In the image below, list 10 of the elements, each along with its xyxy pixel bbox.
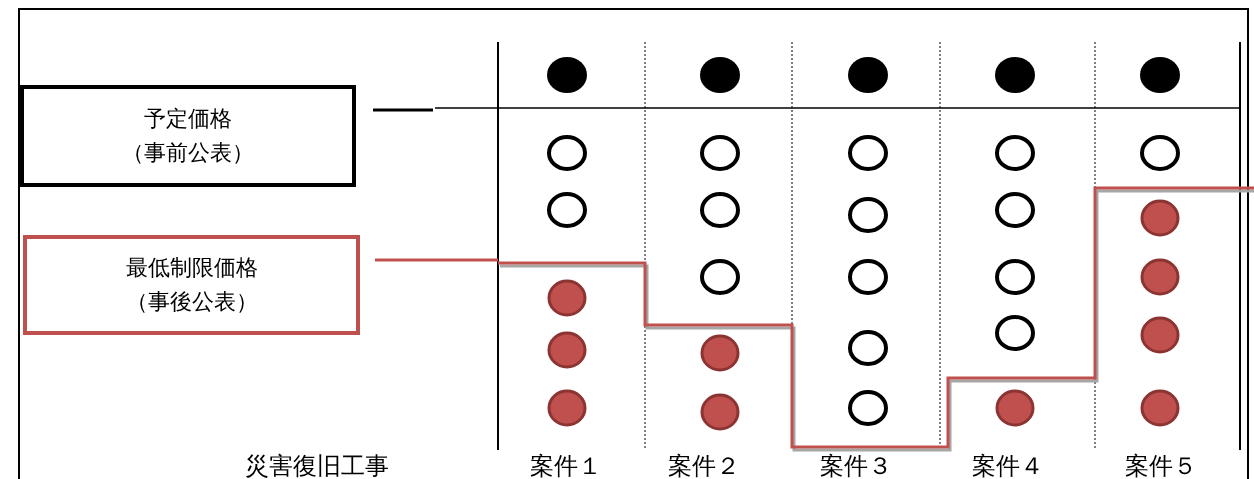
column-label: 案件４ (972, 451, 1044, 479)
column-label: 案件３ (820, 451, 892, 479)
column-label: 案件２ (668, 451, 740, 479)
leader-line (373, 108, 433, 112)
column-label: 案件１ (530, 451, 602, 479)
row-caption: 災害復旧工事 (245, 451, 389, 479)
column-label: 案件５ (1125, 451, 1197, 479)
price-label-box: 予定価格 （事前公表） (20, 85, 356, 187)
leader-line (375, 258, 498, 262)
price-label-box: 最低制限価格 （事後公表） (23, 235, 360, 335)
